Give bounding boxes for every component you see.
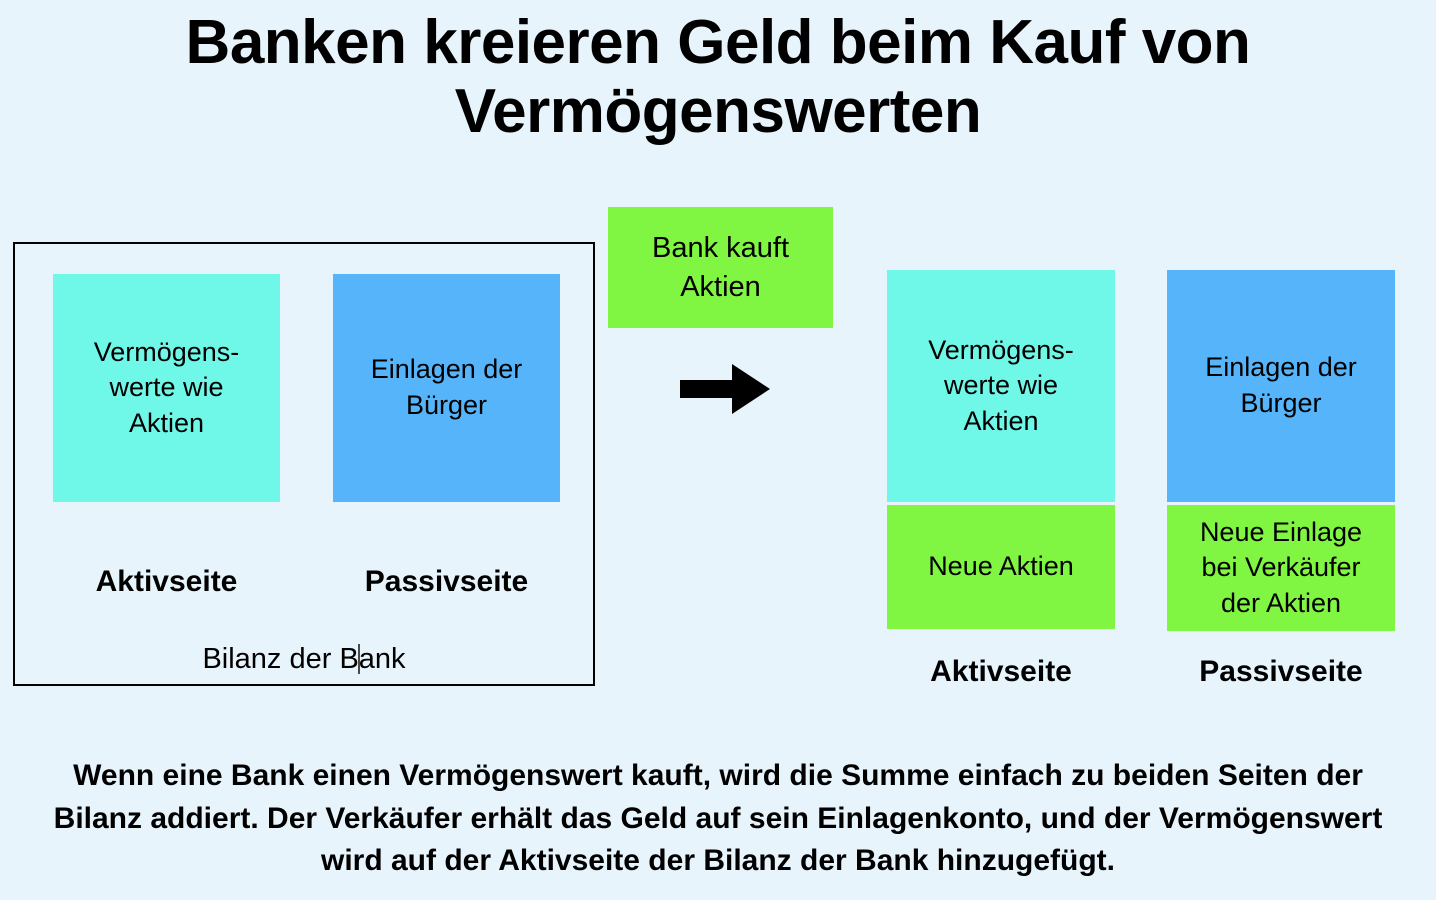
- page-title: Banken kreieren Geld beim Kauf von Vermö…: [185, 8, 1251, 147]
- after-assets-side-label: Aktivseite: [930, 655, 1072, 688]
- after-assets-new-block[interactable]: Neue Aktien: [887, 505, 1115, 629]
- balance-sheet-frame-before[interactable]: [13, 242, 595, 686]
- balance-sheet-caption-text-prefix: Bilanz der B: [202, 643, 359, 675]
- arrow-right-icon: [680, 362, 772, 416]
- before-assets-side-label: Aktivseite: [95, 565, 238, 598]
- after-assets-block[interactable]: Vermögens- werte wie Aktien: [887, 270, 1115, 502]
- before-assets-block[interactable]: Vermögens- werte wie Aktien: [53, 274, 280, 502]
- text-cursor-caret: [357, 644, 360, 674]
- before-liabilities-block[interactable]: Einlagen der Bürger: [333, 274, 560, 502]
- balance-sheet-caption-before[interactable]: Bilanz der Bank: [13, 643, 595, 676]
- explainer-text: Wenn eine Bank einen Vermögenswert kauft…: [53, 759, 1383, 878]
- after-liabilities-block[interactable]: Einlagen der Bürger: [1167, 270, 1395, 502]
- action-box-bank-buys-shares[interactable]: Bank kauft Aktien: [608, 207, 833, 328]
- after-liabilities-side-label: Passivseite: [1199, 655, 1363, 688]
- after-liabilities-new-block[interactable]: Neue Einlage bei Verkäufer der Aktien: [1167, 505, 1395, 631]
- balance-sheet-caption-text-suffix: ank: [358, 643, 406, 675]
- before-liabilities-side-label: Passivseite: [364, 565, 529, 598]
